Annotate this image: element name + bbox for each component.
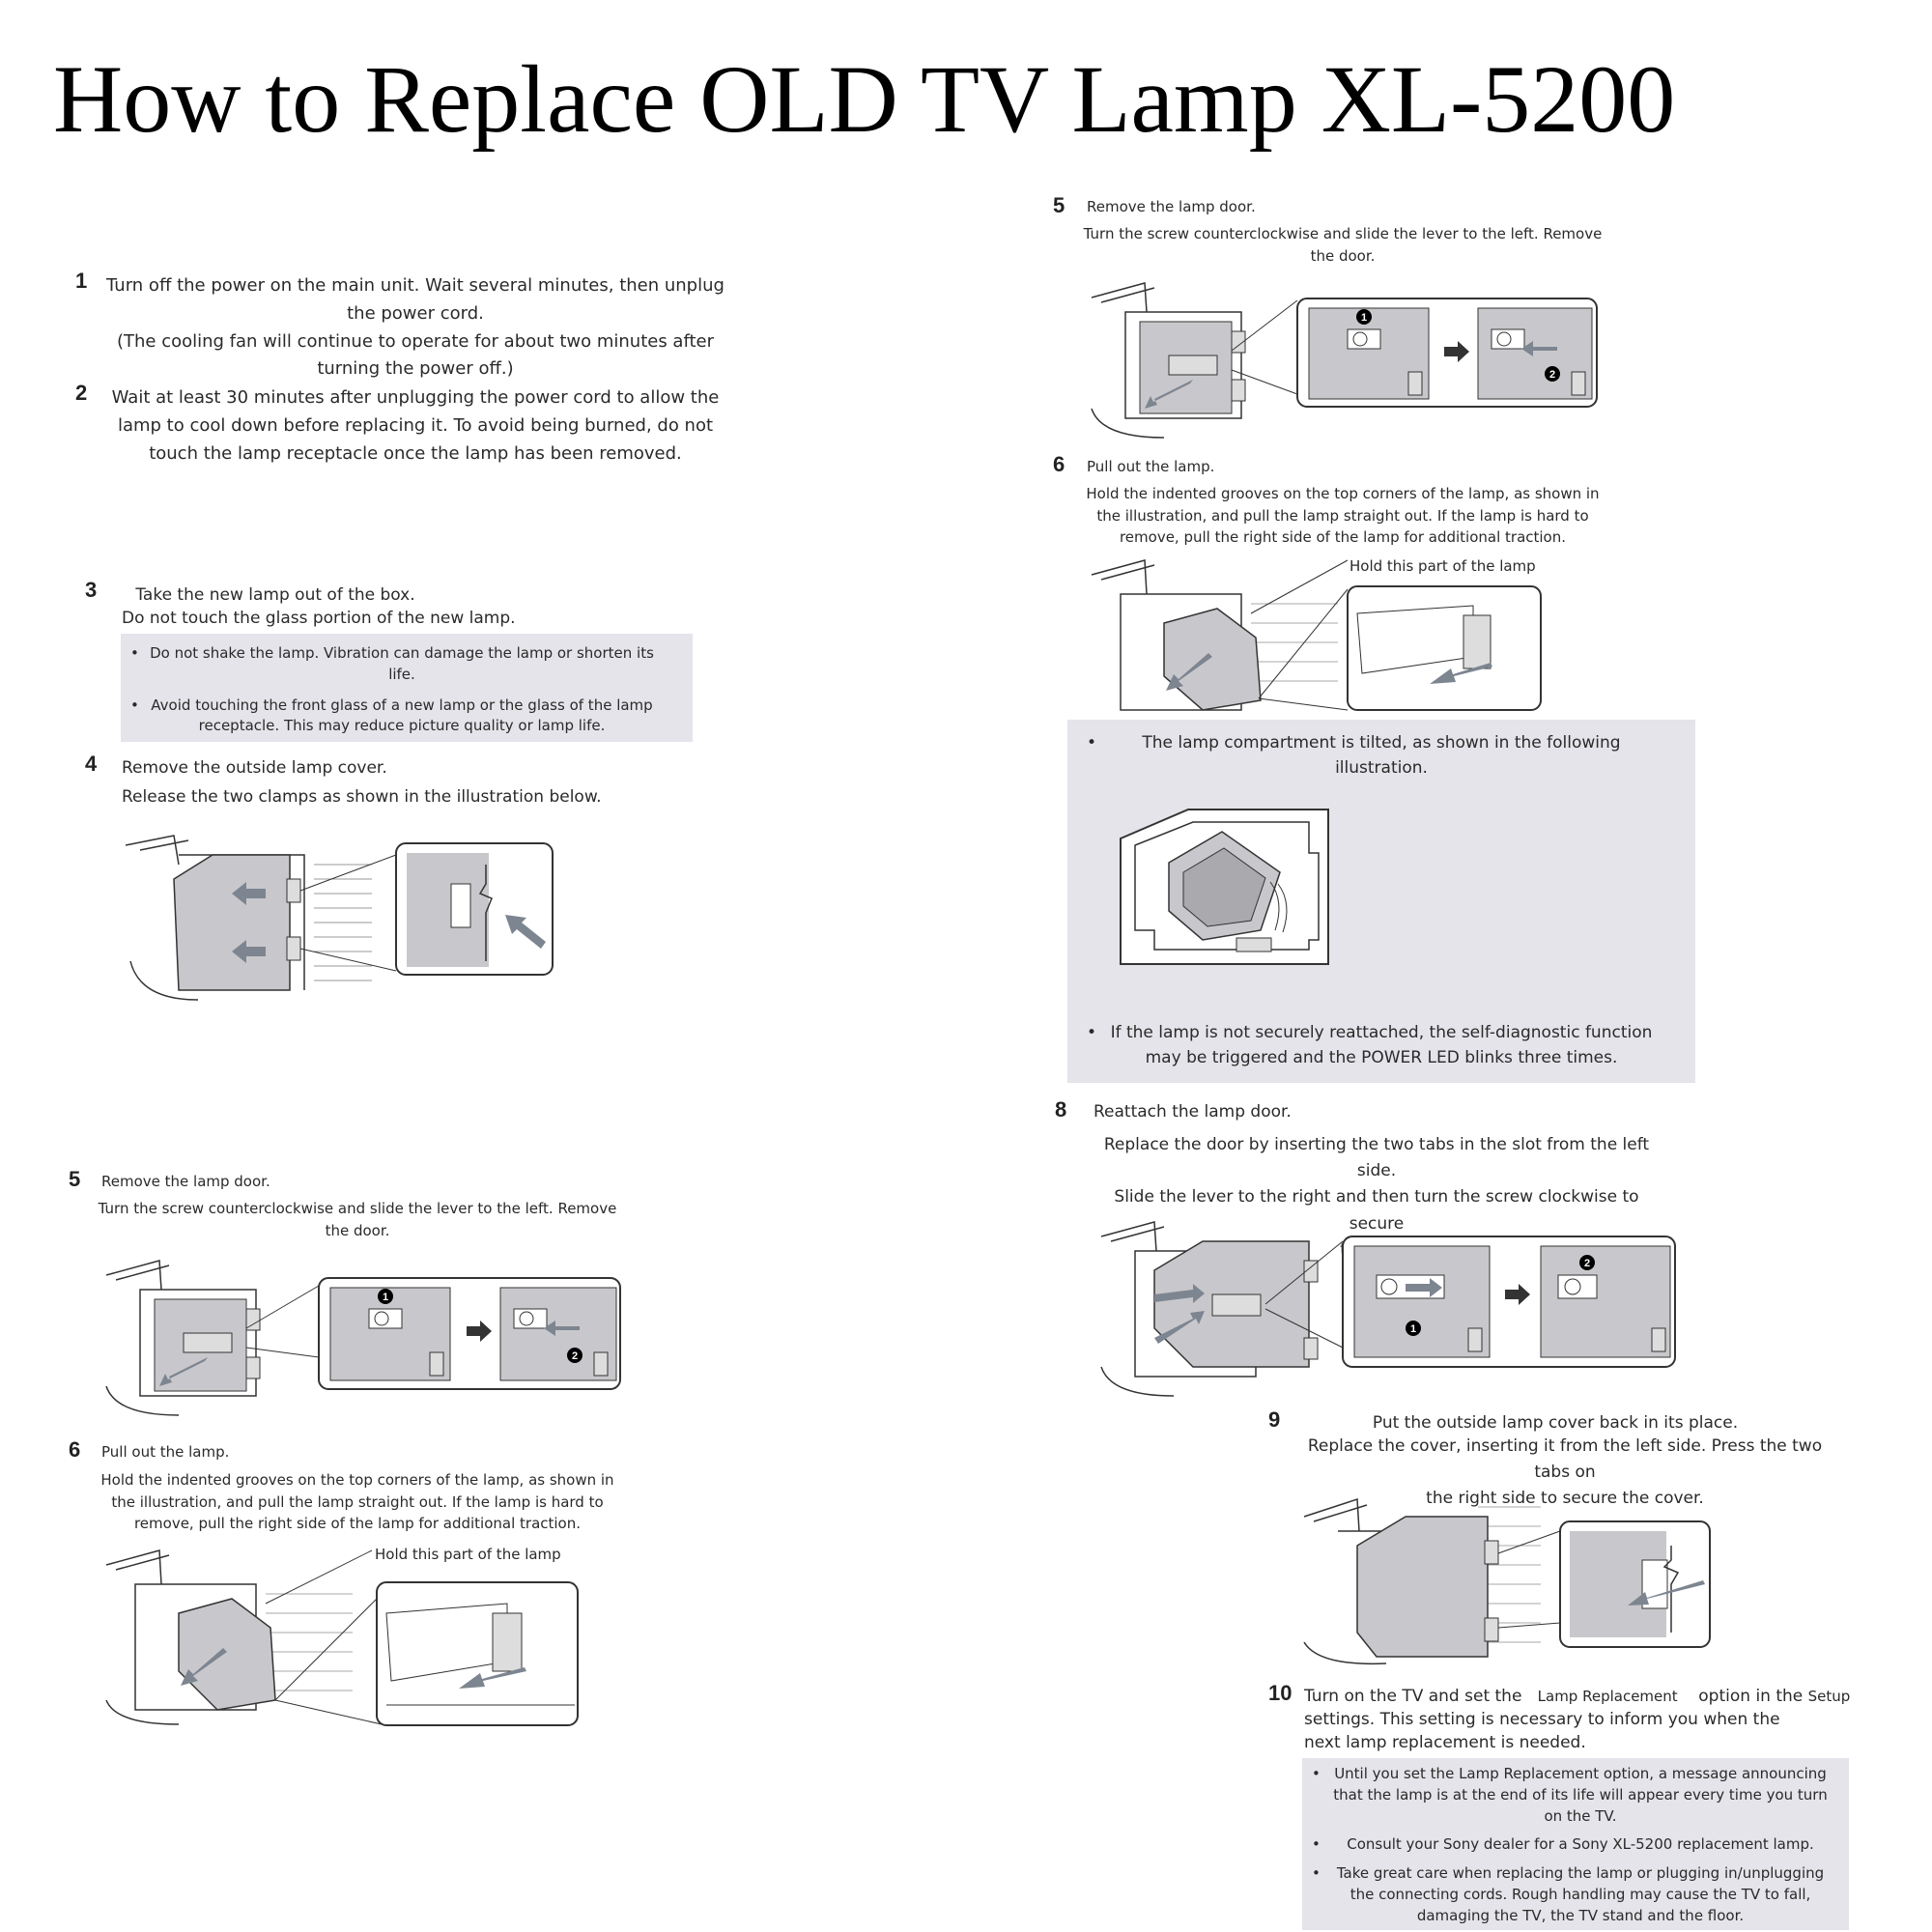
- step-8-illustration: 1 2: [1100, 1221, 1676, 1397]
- svg-text:1: 1: [1361, 312, 1367, 324]
- step-4-heading: Remove the outside lamp cover.: [122, 758, 387, 778]
- step-1-text: Turn off the power on the main unit. Wai…: [106, 275, 724, 380]
- step-10-note-3: Take great care when replacing the lamp …: [1312, 1863, 1849, 1926]
- step-3-number: 3: [85, 578, 98, 602]
- step-8-heading: Reattach the lamp door.: [1094, 1102, 1292, 1122]
- step-10-note-2: Consult your Sony dealer for a Sony XL-5…: [1312, 1834, 1849, 1856]
- step-6-left-callout: Hold this part of the lamp: [375, 1546, 561, 1563]
- step-6-right-number: 6: [1053, 452, 1065, 476]
- step-3-note-1: Do not shake the lamp. Vibration can dam…: [130, 643, 693, 686]
- svg-text:2: 2: [1584, 1258, 1590, 1269]
- step-3-note-panel: Do not shake the lamp. Vibration can dam…: [121, 634, 693, 742]
- svg-text:2: 2: [1549, 369, 1555, 381]
- step-7-note-panel: The lamp compartment is tilted, as shown…: [1067, 720, 1695, 1083]
- svg-text:2: 2: [572, 1350, 578, 1362]
- step-10-text-line-3: next lamp replacement is needed.: [1304, 1733, 1586, 1752]
- step-5-right-heading: Remove the lamp door.: [1087, 198, 1256, 215]
- step-1-number: 1: [75, 269, 88, 293]
- step-10-note-1: Until you set the Lamp Replacement optio…: [1312, 1764, 1849, 1827]
- step-7-illustration: [1120, 809, 1329, 965]
- step-2-text: Wait at least 30 minutes after unpluggin…: [111, 387, 720, 464]
- step-9-heading: Put the outside lamp cover back in its p…: [1372, 1413, 1739, 1433]
- step-2-number: 2: [75, 381, 88, 405]
- step-6-left-illustration: [105, 1549, 579, 1726]
- step-10-number: 10: [1268, 1681, 1293, 1705]
- step-5-right-number: 5: [1053, 193, 1065, 217]
- step-5-left-heading: Remove the lamp door.: [101, 1173, 270, 1190]
- step-10-text-line-1: Turn on the TV and set the Lamp Replacem…: [1304, 1687, 1851, 1706]
- step-4-subtext: Release the two clamps as shown in the i…: [122, 787, 602, 807]
- step-7-note-2: If the lamp is not securely reattached, …: [1087, 1021, 1666, 1070]
- page-title: How to Replace OLD TV Lamp XL-5200: [53, 45, 1676, 153]
- step-6-left-heading: Pull out the lamp.: [101, 1443, 230, 1461]
- step-6-left-number: 6: [69, 1437, 81, 1462]
- step-5-left-subtext: Turn the screw counterclockwise and slid…: [98, 1200, 617, 1239]
- step-3-heading: Take the new lamp out of the box.: [135, 585, 415, 605]
- step-4-number: 4: [85, 752, 98, 776]
- step-5-left-illustration: 1 2: [105, 1260, 621, 1416]
- step-10-text-line-2: settings. This setting is necessary to i…: [1304, 1710, 1780, 1729]
- step-6-left-subtext: Hold the indented grooves on the top cor…: [100, 1471, 614, 1532]
- step-4-illustration: [125, 835, 554, 1001]
- step-9-subtext: Replace the cover, inserting it from the…: [1307, 1436, 1823, 1509]
- step-5-left-number: 5: [69, 1167, 81, 1191]
- step-3-note-2: Avoid touching the front glass of a new …: [130, 696, 693, 738]
- step-9-number: 9: [1268, 1407, 1281, 1432]
- step-10-note-panel: Until you set the Lamp Replacement optio…: [1302, 1758, 1849, 1930]
- svg-text:1: 1: [1410, 1323, 1416, 1335]
- step-6-right-heading: Pull out the lamp.: [1087, 458, 1215, 475]
- svg-text:1: 1: [383, 1292, 388, 1303]
- step-6-right-callout: Hold this part of the lamp: [1350, 557, 1536, 575]
- step-9-illustration: [1303, 1497, 1711, 1665]
- step-6-right-subtext: Hold the indented grooves on the top cor…: [1086, 485, 1600, 546]
- step-8-number: 8: [1055, 1097, 1067, 1122]
- step-5-right-illustration: 1 2: [1091, 282, 1598, 439]
- step-5-right-subtext: Turn the screw counterclockwise and slid…: [1083, 225, 1603, 265]
- step-3-subtext: Do not touch the glass portion of the ne…: [122, 609, 516, 628]
- step-7-note-1: The lamp compartment is tilted, as shown…: [1087, 731, 1695, 781]
- step-6-right-illustration: [1091, 559, 1542, 711]
